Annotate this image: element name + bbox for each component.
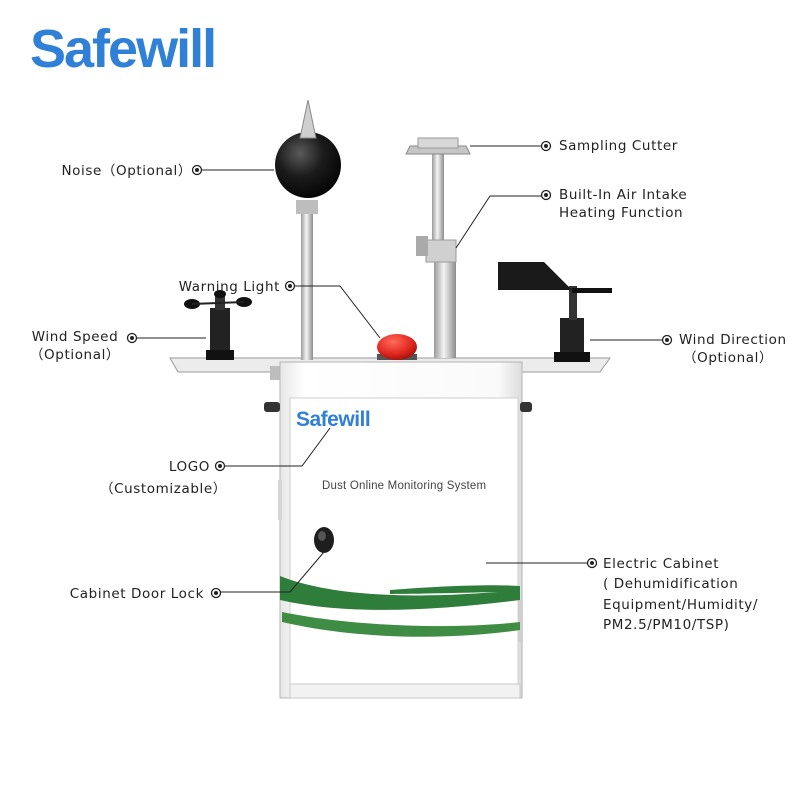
callout-air-intake-1: Built-In Air Intake [559,187,688,203]
callout-electric-cabinet-3: Equipment/Humidity/ [603,597,758,613]
cabinet-handle-left [264,402,280,412]
callout-air-intake-2: Heating Function [559,205,684,221]
cabinet-hinge [518,600,523,642]
noise-pole [301,210,313,360]
cabinet-handle-right [520,402,532,412]
cabinet-logo: Safewill [296,408,371,431]
warning-light [377,334,417,360]
callout-logo-2: （Customizable） [100,481,227,497]
anemometer-cup [214,290,226,298]
cabinet-hinge [278,480,282,520]
leader-logo [220,427,331,467]
noise-spike [299,99,317,139]
callout-wind-speed-1: Wind Speed [31,329,119,345]
leader-air-intake [455,195,545,249]
leader-warning [290,285,381,339]
callout-electric-cabinet-1: Electric Cabinet [603,556,720,572]
callout-wind-direction-1: Wind Direction [679,332,787,348]
callout-electric-cabinet-2: ( Dehumidification [603,576,739,592]
callout-wind-speed-2: （Optional） [29,347,121,363]
callout-wind-direction-2: （Optional） [683,350,774,366]
callout-electric-cabinet-4: PM2.5/PM10/TSP) [603,617,730,633]
green-stripe [282,612,520,637]
wind-speed-body [210,308,230,358]
callout-cabinet-door-lock: Cabinet Door Lock [69,586,204,602]
wind-vane [498,262,572,290]
plate-hole-left [270,366,282,380]
leader-door-lock [215,551,325,593]
callout-noise: Noise（Optional） [61,163,192,179]
noise-sensor-ball [275,132,341,198]
green-stripe [390,585,520,594]
brand-logo: Safewill [30,19,217,79]
callout-logo-1: LOGO [168,459,210,475]
callout-warning-light: Warning Light [178,279,280,295]
cabinet-foot [289,683,521,699]
cabinet-title: Dust Online Monitoring System [322,480,487,492]
green-stripe [280,576,520,610]
callout-sampling-cutter: Sampling Cutter [559,138,678,154]
sampling-pole [432,150,444,260]
